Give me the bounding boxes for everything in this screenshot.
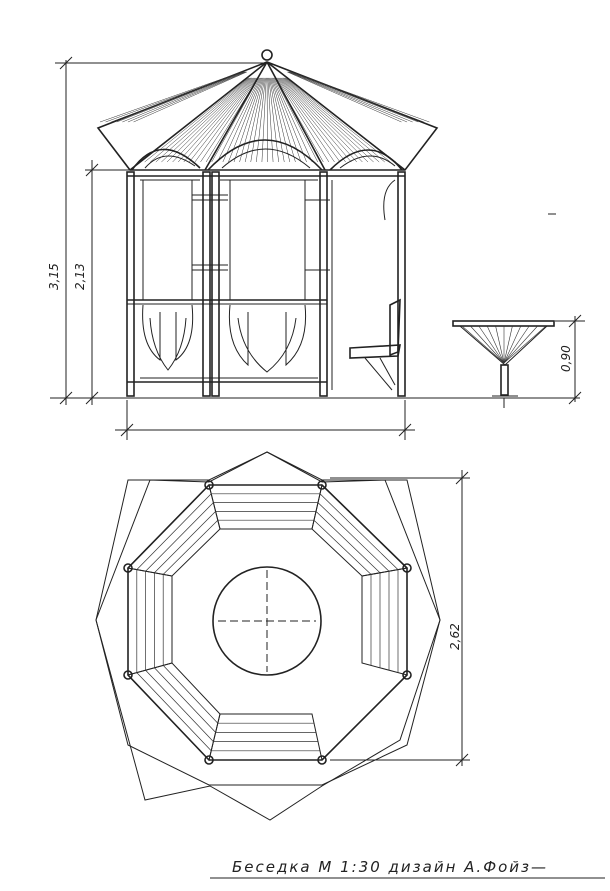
- hatch-line: [288, 71, 413, 123]
- hatch-line: [285, 77, 391, 163]
- hatch-line: [250, 77, 265, 163]
- dim-label-plan-width: 2,62: [448, 623, 462, 650]
- hatch-line: [470, 325, 505, 364]
- hatch-line: [222, 77, 261, 163]
- hatch-line: [99, 71, 243, 123]
- hatch-line: [145, 502, 214, 572]
- hatch-line: [278, 77, 346, 163]
- hatch-line: [133, 71, 248, 123]
- dim-plan-width: 2,62: [330, 470, 470, 767]
- hatch-line: [461, 325, 505, 364]
- plan-benches: [126, 484, 409, 762]
- hatch-line: [194, 77, 257, 163]
- hatch-line: [136, 493, 212, 570]
- hatch-line: [211, 77, 259, 163]
- hatch-line: [271, 77, 302, 163]
- elevation-view: 3,15 2,13: [47, 49, 585, 440]
- elevation-table: [452, 320, 555, 408]
- roof: [96, 49, 439, 171]
- hatch-line: [162, 519, 219, 575]
- hatch-line: [287, 71, 402, 123]
- hatch-line: [127, 71, 247, 123]
- hatch-line: [280, 77, 358, 163]
- hatch-line: [319, 493, 399, 570]
- dim-base-width: [115, 400, 415, 440]
- elevation-bench: [349, 298, 401, 391]
- frame: [126, 171, 406, 397]
- hatch-line: [503, 325, 530, 364]
- hatch-line: [315, 511, 381, 574]
- hatch-line: [122, 71, 246, 123]
- hatch-line: [244, 77, 264, 163]
- dim-label-wall-height: 2,13: [73, 263, 87, 290]
- hatch-line: [172, 77, 254, 163]
- hatch-line: [269, 77, 285, 163]
- hatch-line: [283, 77, 380, 163]
- hatch-line: [267, 77, 274, 163]
- hatch-line: [281, 77, 369, 163]
- hatch-line: [145, 669, 214, 742]
- hatch-line: [177, 77, 254, 163]
- plan-view: 2,62: [95, 451, 470, 821]
- plan-roof-outline: [95, 451, 441, 786]
- dim-label-total-height: 3,15: [47, 263, 61, 290]
- hatch-line: [162, 665, 219, 724]
- hatch-line: [282, 77, 374, 163]
- hatch-line: [313, 519, 372, 575]
- hatch-line: [256, 77, 266, 163]
- hatch-line: [276, 77, 335, 163]
- title-block: Беседка М 1:30 дизайн А.Фойз—: [210, 858, 605, 879]
- hatch-line: [503, 325, 522, 364]
- hatch-line: [189, 77, 256, 163]
- dim-wall-height: 2,13: [73, 160, 130, 405]
- hatch-line: [144, 77, 249, 163]
- hatch-line: [503, 325, 547, 364]
- hatch-line: [116, 71, 245, 123]
- hatch-line: [233, 77, 263, 163]
- hatch-line: [154, 511, 216, 574]
- hatch-line: [111, 71, 244, 123]
- hatch-line: [217, 77, 260, 163]
- hatch-line: [239, 77, 264, 163]
- hatch-line: [268, 77, 279, 163]
- hatch-line: [270, 77, 291, 163]
- hatch-line: [495, 325, 505, 364]
- hatch-line: [228, 77, 262, 163]
- hatch-line: [281, 77, 363, 163]
- dim-table-height: 0,90: [555, 314, 585, 405]
- hatch-line: [503, 325, 513, 364]
- hatch-line: [105, 71, 243, 123]
- hatch-line: [317, 502, 390, 572]
- hatch-line: [200, 77, 258, 163]
- drawing-caption: Беседка М 1:30 дизайн А.Фойз—: [232, 858, 548, 876]
- hatch-line: [478, 325, 505, 364]
- hatch-line: [503, 325, 538, 364]
- hatch-line: [274, 77, 318, 163]
- hatch-line: [150, 77, 250, 163]
- hatch-line: [486, 325, 505, 364]
- hatch-line: [154, 667, 216, 733]
- hatch-line: [273, 77, 313, 163]
- dim-label-table-height: 0,90: [559, 345, 573, 372]
- plan-posts: [123, 480, 412, 765]
- hatch-line: [166, 77, 253, 163]
- hatch-line: [183, 77, 255, 163]
- hatch-line: [276, 77, 330, 163]
- hatch-line: [271, 77, 296, 163]
- hatch-line: [290, 71, 424, 123]
- hatch-line: [136, 672, 212, 752]
- plan-table: [212, 566, 322, 676]
- hatch-line: [291, 71, 430, 123]
- hatch-line: [261, 77, 267, 163]
- hatch-line: [161, 77, 252, 163]
- hatch-line: [284, 77, 385, 163]
- hatch-line: [287, 71, 408, 123]
- hatch-line: [155, 77, 251, 163]
- hatch-line: [289, 71, 419, 123]
- hatch-line: [279, 77, 352, 163]
- hatch-line: [272, 77, 307, 163]
- hatch-line: [277, 77, 341, 163]
